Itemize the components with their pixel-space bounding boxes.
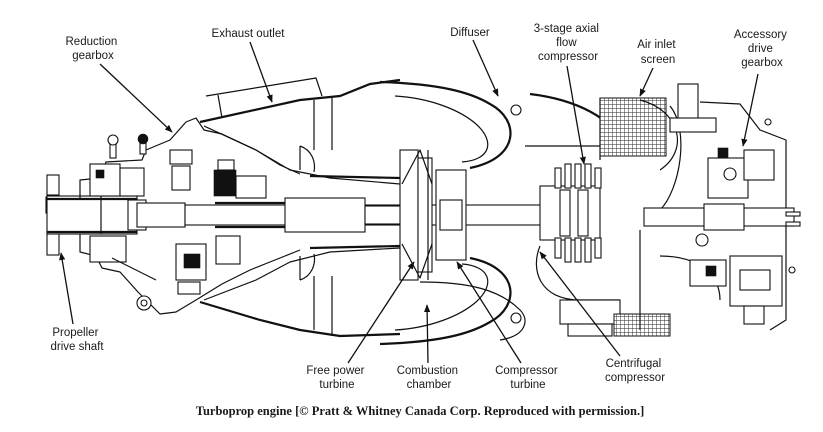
label-reduction-gearbox: Reduction gearbox [66, 36, 121, 62]
label-exhaust-outlet: Exhaust outlet [212, 28, 286, 40]
turbine-section [379, 80, 526, 346]
leader-centrifugal-compressor [539, 251, 621, 357]
leader-accessory-gearbox [741, 73, 759, 147]
exhaust-outlet [199, 77, 401, 338]
leader-axial-compressor [566, 65, 586, 165]
leader-reduction-gearbox [99, 63, 173, 133]
leader-combustion-chamber [424, 304, 431, 364]
leader-compressor-turbine [456, 261, 522, 364]
label-combustion-chamber: Combustion chamber [397, 365, 462, 391]
label-air-inlet-screen: Air inlet screen [637, 39, 679, 66]
label-accessory-gearbox: Accessory drive gearbox [734, 29, 790, 69]
figure-caption: Turboprop engine [© Pratt & Whitney Cana… [196, 404, 645, 418]
label-centrifugal-compressor: Centrifugal compressor [605, 358, 665, 384]
label-diffuser: Diffuser [450, 27, 490, 39]
main-shaft [184, 197, 546, 233]
label-free-power-turbine: Free power turbine [306, 365, 367, 391]
axial-compressor [525, 92, 621, 337]
label-propeller-shaft: Propeller drive shaft [50, 327, 104, 353]
label-axial-compressor: 3-stage axial flow compressor [534, 23, 602, 63]
leader-propeller-shaft [59, 252, 74, 325]
label-compressor-turbine: Compressor turbine [495, 365, 561, 391]
leader-diffuser [472, 39, 499, 97]
leader-lines [59, 39, 759, 364]
leader-free-power-turbine [347, 261, 415, 364]
compressor-blades [554, 163, 602, 263]
engine-cross-section [45, 77, 801, 346]
leader-exhaust-outlet [249, 41, 273, 103]
reduction-gearbox [79, 117, 301, 315]
propeller-drive-shaft [45, 174, 186, 256]
component-labels: Reduction gearbox Exhaust outlet Diffuse… [50, 23, 790, 391]
leader-air-inlet-screen [639, 67, 654, 97]
accessory-gearbox [639, 83, 801, 331]
